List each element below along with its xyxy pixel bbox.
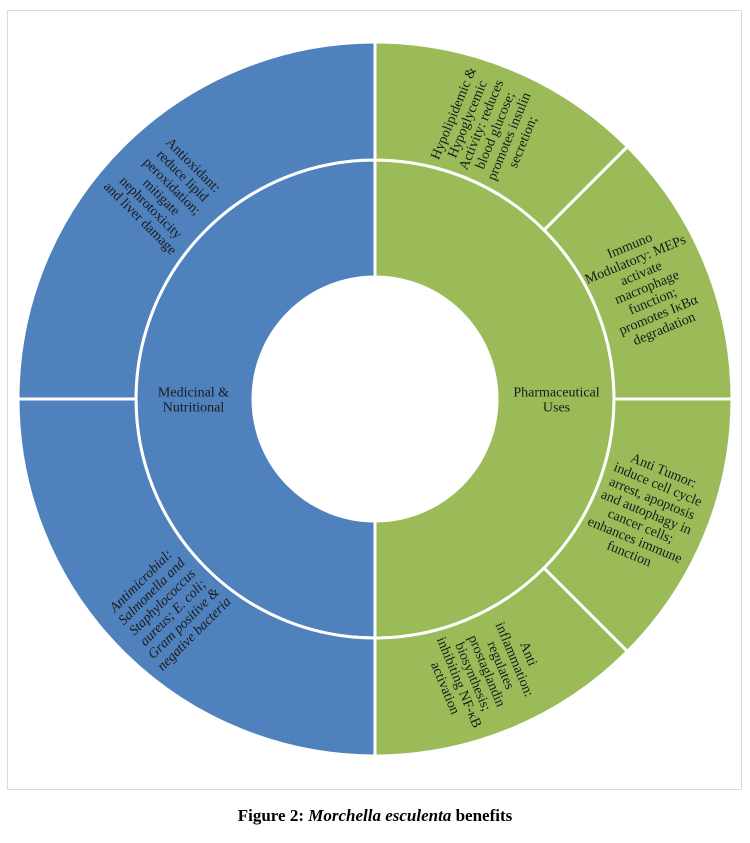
caption-prefix: Figure 2:	[237, 806, 309, 825]
sunburst-chart: Medicinal &Nutritional Antioxidant:reduce…	[16, 40, 734, 758]
label-medicinal-nutritional: Medicinal &Nutritional	[158, 386, 229, 416]
label-line: Medicinal &	[158, 386, 229, 401]
segment-antimicrobial	[16, 397, 377, 758]
chart-frame	[7, 10, 742, 790]
label-line: Uses	[543, 401, 570, 416]
segment-antioxidant	[16, 40, 377, 401]
label-line: Nutritional	[163, 401, 225, 416]
segment-anti-inflammation	[373, 565, 630, 758]
segment-hypolipidemic-hypoglycemic	[373, 40, 630, 233]
caption-species: Morchella esculenta	[308, 806, 452, 825]
segment-anti-tumor	[541, 397, 734, 654]
segment-immuno-modulatory	[541, 144, 734, 401]
label-anti-inflammation: Antiinflammation:regulatesprostaglandinb…	[419, 606, 553, 736]
caption-suffix: benefits	[451, 806, 513, 825]
label-line: Pharmaceutical	[513, 386, 599, 401]
label-antioxidant: Antioxidant:reduce lipidperoxidation;mit…	[100, 126, 232, 258]
figure-caption: Figure 2: Morchella esculenta benefits	[0, 806, 750, 826]
